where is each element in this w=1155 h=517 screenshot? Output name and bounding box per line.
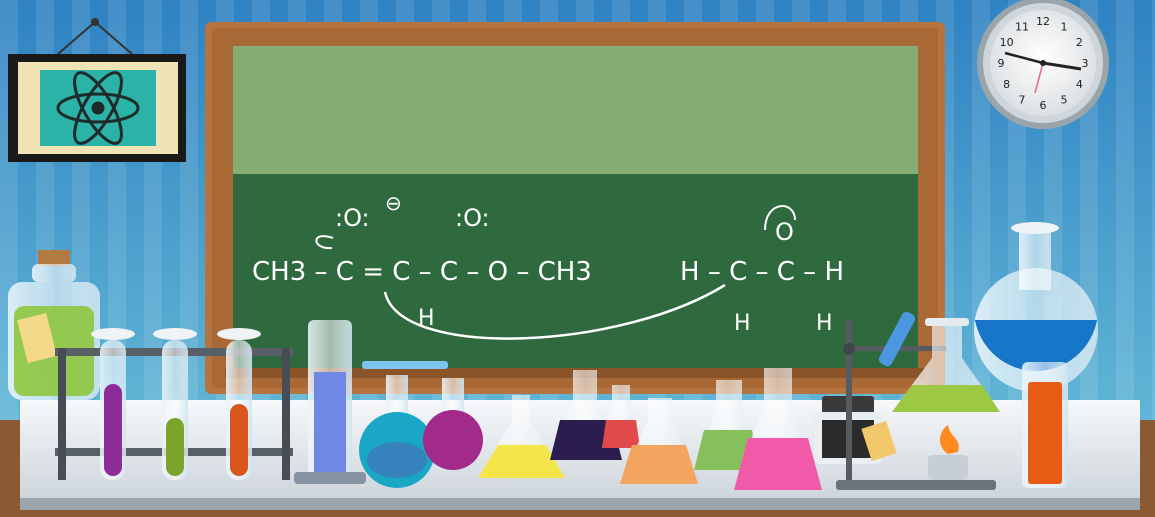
formula-top-mark-2: :O:	[455, 204, 490, 232]
clock-number: 11	[1015, 21, 1029, 34]
formula-arrow-long	[383, 283, 726, 340]
formula-bottom-h-2: H	[734, 311, 751, 336]
atom-icon	[56, 71, 140, 145]
formula-top-mark-1: :O:	[335, 204, 370, 232]
clock-number: 10	[1000, 36, 1014, 49]
test-tube-green	[153, 328, 197, 480]
chalkboard: CH3 – C = C – C – O – CH3 H – C – C – H …	[205, 22, 945, 394]
atom-picture	[8, 18, 186, 162]
ink-tag	[861, 420, 897, 462]
lab-stand	[836, 311, 996, 490]
clock-number: 1	[1061, 21, 1068, 34]
clock-second-hand	[1034, 62, 1044, 94]
flask-magenta	[423, 378, 483, 470]
chemistry-formula: CH3 – C = C – C – O – CH3 H – C – C – H …	[252, 191, 844, 336]
orange-beaker	[1022, 362, 1068, 488]
blue-chalk-stick	[878, 311, 916, 367]
clock-minute-hand	[1004, 51, 1044, 65]
formula-bottom-h-1: H	[418, 306, 435, 331]
formula-oxygen: O	[775, 218, 794, 246]
formula-bottom-h-3: H	[816, 311, 833, 336]
clock-number: 12	[1036, 15, 1050, 28]
flask-red	[602, 385, 640, 448]
formula-charge: ⊖	[385, 191, 402, 215]
chalkboard-upper-panel	[233, 46, 918, 174]
clock-number: 5	[1061, 93, 1068, 106]
clock-hour-hand	[1042, 61, 1082, 71]
clock-number: 8	[1003, 78, 1010, 91]
clock-number: 9	[998, 57, 1005, 70]
large-blue-flask	[974, 222, 1098, 392]
flask-pink	[734, 368, 822, 490]
test-tube-rack	[55, 328, 293, 480]
flask-peach	[620, 398, 698, 484]
test-tube-purple	[91, 328, 135, 480]
test-tube-orange	[217, 328, 261, 480]
clock-number: 6	[1040, 99, 1047, 112]
bench-edge	[20, 498, 1140, 510]
formula-arrow-top	[764, 205, 796, 231]
clock-number: 4	[1076, 78, 1083, 91]
clock-number: 3	[1082, 57, 1089, 70]
chalk-blue	[362, 361, 448, 369]
burner-flame	[940, 425, 959, 454]
formula-right: H – C – C – H	[680, 257, 844, 287]
flask-cyan	[359, 375, 435, 488]
bunsen-burner	[928, 425, 968, 480]
green-bottle	[8, 250, 100, 400]
clock-number: 7	[1019, 93, 1026, 106]
clock-number: 2	[1076, 36, 1083, 49]
formula-left: CH3 – C = C – C – O – CH3	[252, 257, 592, 287]
conical-flask-green	[892, 318, 1000, 412]
flask-yellow	[478, 395, 565, 478]
bottle-tag	[17, 313, 57, 363]
graduated-cylinder	[294, 320, 366, 484]
formula-arrow-small	[315, 235, 334, 250]
